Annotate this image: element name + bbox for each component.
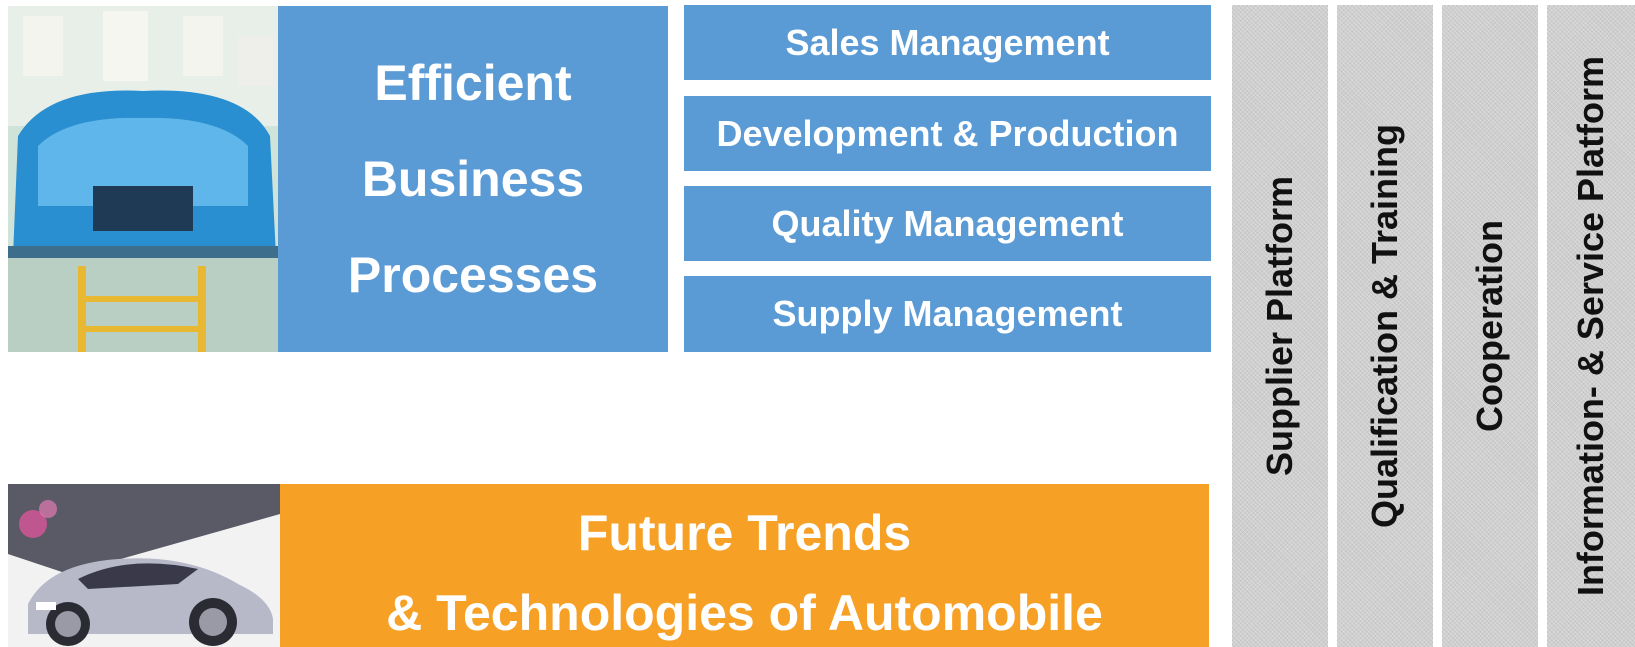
pillar-label: Supplier Platform (1259, 175, 1300, 477)
process-box-quality: Quality Management (684, 186, 1211, 261)
process-label: Supply Management (772, 293, 1123, 334)
pillar-label: Qualification & Training (1364, 123, 1405, 529)
process-box-development: Development & Production (684, 96, 1211, 171)
process-box-sales: Sales Management (684, 5, 1211, 80)
business-title-line2: Business (361, 151, 585, 207)
future-trends-box: Future Trends & Technologies of Automobi… (280, 484, 1209, 647)
pillar-label: Cooperation (1469, 220, 1510, 432)
efficient-business-processes-box: Efficient Business Processes (278, 6, 668, 352)
car-body-assembly-image (8, 6, 278, 352)
pillar-cooperation: Cooperation (1442, 5, 1538, 647)
pillar-information-service-platform: Information- & Service Platform (1547, 5, 1635, 647)
process-box-supply: Supply Management (684, 276, 1211, 352)
future-trends-line2: & Technologies of Automobile (386, 585, 1103, 641)
process-label: Development & Production (716, 112, 1179, 154)
process-label: Sales Management (785, 21, 1110, 63)
pillar-supplier-platform: Supplier Platform (1232, 5, 1328, 647)
process-label: Quality Management (771, 202, 1124, 244)
pillar-label: Information- & Service Platform (1570, 55, 1611, 597)
pillar-qualification-training: Qualification & Training (1337, 5, 1433, 647)
future-trends-line1: Future Trends (577, 505, 912, 561)
business-title-line3: Processes (347, 247, 599, 303)
business-title-line1: Efficient (374, 55, 572, 111)
concept-car-image (8, 484, 280, 647)
